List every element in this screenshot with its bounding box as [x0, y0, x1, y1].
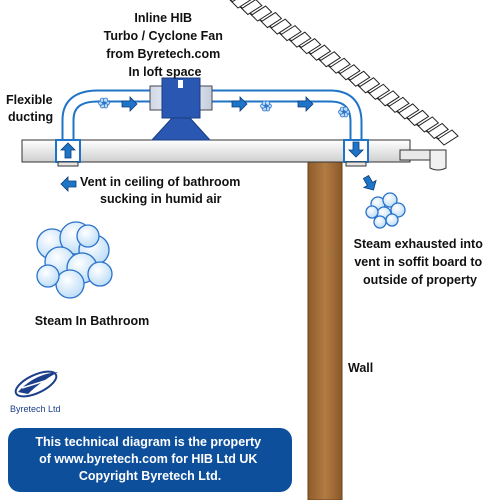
gutter — [429, 149, 447, 171]
flow-arrow-down — [348, 141, 364, 158]
steam-bubble — [36, 264, 60, 288]
duct-fan-icons — [98, 97, 350, 118]
steam-bubble — [76, 224, 100, 248]
copyright-notice: This technical diagram is the property o… — [8, 428, 292, 492]
ceiling-beam — [21, 139, 435, 163]
fan-icon — [98, 97, 110, 109]
notice-line: This technical diagram is the property — [35, 435, 261, 449]
steam-bubble — [385, 213, 399, 227]
steam-bubble — [87, 261, 113, 287]
steam-bubble — [382, 192, 398, 208]
steam-bubble — [365, 205, 379, 219]
steam-exhausted-label: Steam exhausted into vent in soffit boar… — [354, 237, 487, 287]
fan-icon — [338, 106, 350, 118]
soffit-vent — [345, 161, 367, 167]
wall — [307, 159, 343, 500]
notice-line: Copyright Byretech Ltd. — [79, 469, 221, 483]
steam-bubble — [373, 215, 387, 229]
svg-text:This technical diagram is the: This technical diagram is the property o… — [35, 435, 264, 483]
byretech-logo — [14, 370, 58, 398]
flow-arrow-up — [60, 142, 76, 159]
steam-bathroom-cloud — [36, 221, 113, 299]
flow-arrow-down — [362, 175, 377, 191]
flow-arrow-up — [60, 176, 77, 192]
steam-bathroom-label: Steam In Bathroom — [35, 314, 150, 328]
steam-bubble — [55, 269, 85, 299]
steam-exhaust-cloud — [365, 192, 406, 229]
ceiling-vent-label: Vent in ceiling of bathroom sucking in h… — [80, 175, 244, 206]
steam-bubble — [390, 202, 406, 218]
airflow-arrows — [60, 96, 377, 192]
roof — [229, 0, 459, 146]
flow-arrow-right — [121, 96, 138, 112]
flexible-ducting-label: Flexible ducting — [6, 93, 56, 124]
flow-arrow-right — [297, 96, 314, 112]
brand-name: Byretech Ltd — [10, 404, 61, 414]
fan-title: Inline HIB Turbo / Cyclone Fan from Byre… — [104, 11, 227, 79]
wall-label: Wall — [348, 361, 373, 375]
notice-line: of www.byretech.com for HIB Ltd UK — [39, 452, 257, 466]
fan-icon — [260, 100, 272, 112]
flow-arrow-right — [231, 96, 248, 112]
ceiling-vent — [57, 161, 79, 167]
inline-fan — [149, 77, 213, 141]
